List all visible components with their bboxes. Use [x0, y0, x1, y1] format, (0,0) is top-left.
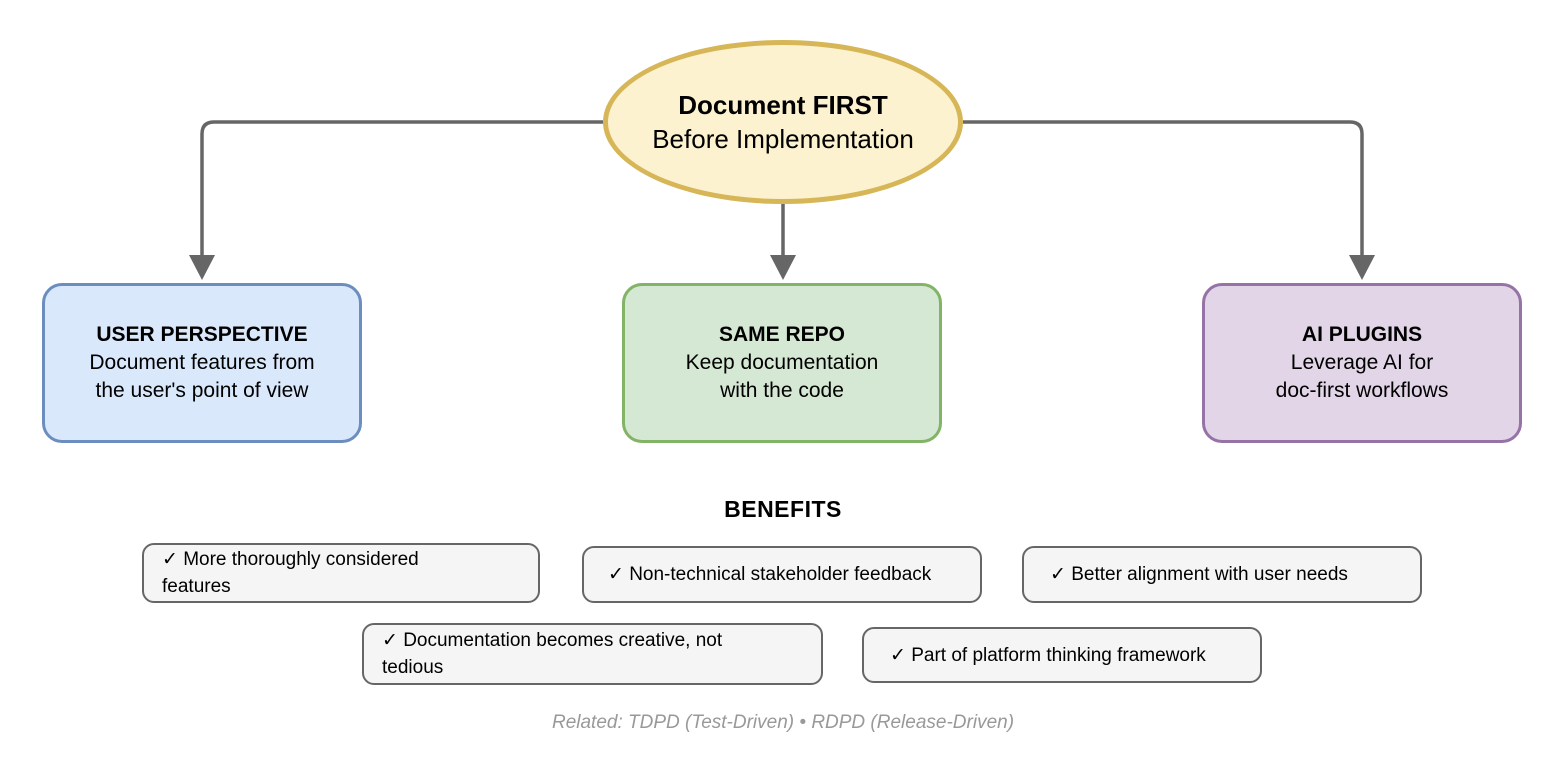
branch-same-repo: SAME REPO Keep documentation with the co… — [622, 283, 942, 443]
branch-title: SAME REPO — [718, 323, 846, 346]
benefit-text-line: features — [162, 576, 231, 597]
benefit-item: ✓ Non-technical stakeholder feedback — [582, 546, 982, 603]
branch-text-line: Keep documentation — [685, 351, 879, 374]
branch-title: USER PERSPECTIVE — [96, 323, 308, 346]
benefits-heading: BENEFITS — [724, 496, 842, 522]
arrowhead-left-icon — [189, 255, 215, 280]
benefit-item: ✓ Part of platform thinking framework — [862, 627, 1262, 683]
root-title: Document FIRST — [678, 90, 888, 120]
branch-text-line: Leverage AI for — [1290, 351, 1434, 374]
branch-ai-plugins: AI PLUGINS Leverage AI for doc-first wor… — [1202, 283, 1522, 443]
benefit-text-line: ✓ Documentation becomes creative, not — [382, 630, 723, 651]
benefit-text-line: ✓ More thoroughly considered — [162, 549, 419, 570]
arrowhead-right-icon — [1349, 255, 1375, 280]
root-node: Document FIRST Before Implementation — [603, 40, 963, 204]
branch-text-line: doc-first workflows — [1275, 379, 1449, 402]
root-subtitle: Before Implementation — [652, 124, 914, 154]
branch-title: AI PLUGINS — [1301, 323, 1423, 346]
connector-right-line — [963, 120, 1364, 256]
arrowhead-center-icon — [770, 255, 796, 280]
benefit-text-line: ✓ Better alignment with user needs — [1050, 564, 1348, 585]
branch-user-perspective: USER PERSPECTIVE Document features from … — [42, 283, 362, 443]
branch-text-line: the user's point of view — [95, 379, 309, 402]
benefit-text-line: tedious — [382, 657, 444, 678]
benefit-item: ✓ More thoroughly considered features — [142, 543, 540, 603]
related-methods-note: Related: TDPD (Test-Driven) • RDPD (Rele… — [551, 712, 1015, 733]
branch-text-line: Document features from — [89, 351, 315, 374]
benefit-item: ✓ Documentation becomes creative, not te… — [362, 623, 823, 685]
benefit-text-line: ✓ Non-technical stakeholder feedback — [608, 564, 932, 585]
branch-text-line: with the code — [720, 379, 844, 402]
benefit-text-line: ✓ Part of platform thinking framework — [890, 644, 1206, 666]
connector-left-line — [200, 120, 603, 256]
benefit-item: ✓ Better alignment with user needs — [1022, 546, 1422, 603]
